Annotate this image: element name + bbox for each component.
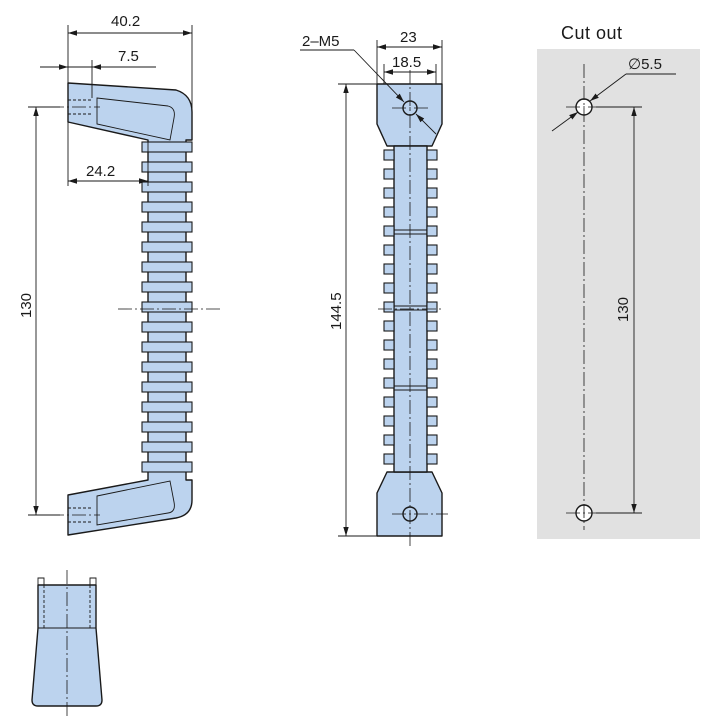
- front-rib: [383, 187, 395, 199]
- front-rib: [426, 225, 438, 237]
- dim-height: 130: [18, 293, 35, 318]
- top-recess: [96, 97, 175, 141]
- dim-thread: 2–M5: [302, 33, 340, 50]
- front-rib: [383, 263, 395, 275]
- end-view: [31, 570, 103, 716]
- front-rib: [426, 339, 438, 351]
- front-ribs: [383, 149, 438, 465]
- front-rib: [426, 301, 438, 313]
- side-rib: [141, 181, 193, 193]
- front-rib: [383, 358, 395, 370]
- front-rib: [426, 434, 438, 446]
- cutout-view: Cut out ∅5.5 130: [537, 23, 700, 539]
- front-rib: [426, 263, 438, 275]
- front-rib: [426, 168, 438, 180]
- side-view: 40.2 7.5 24.2 130: [18, 13, 222, 536]
- side-rib: [141, 261, 193, 273]
- dim-width: 23: [400, 29, 417, 46]
- cutout-panel: [537, 49, 700, 539]
- dim-inner-width: 18.5: [392, 54, 421, 71]
- side-rib: [141, 361, 193, 373]
- cutout-pitch: 130: [615, 297, 632, 322]
- front-rib: [383, 320, 395, 332]
- front-bottom-block: [376, 471, 443, 537]
- side-rib: [141, 441, 193, 453]
- side-rib: [141, 201, 193, 213]
- front-rib: [383, 282, 395, 294]
- front-rib: [426, 282, 438, 294]
- bottom-thread-hidden: [68, 507, 92, 523]
- side-rib: [141, 421, 193, 433]
- front-rib: [426, 358, 438, 370]
- front-rib: [426, 187, 438, 199]
- cutout-hole-dia: ∅5.5: [628, 56, 662, 73]
- side-rib: [141, 281, 193, 293]
- side-rib: [141, 241, 193, 253]
- front-rib: [426, 149, 438, 161]
- front-rib: [426, 320, 438, 332]
- front-rib: [383, 396, 395, 408]
- side-rib: [141, 381, 193, 393]
- front-rib: [383, 301, 395, 313]
- front-rib: [426, 415, 438, 427]
- front-view: 23 18.5 2–M5 144.5: [300, 29, 448, 548]
- front-rib: [383, 149, 395, 161]
- dim-small: 7.5: [118, 48, 139, 65]
- side-rib: [141, 301, 193, 313]
- front-rib: [383, 339, 395, 351]
- side-rib: [141, 221, 193, 233]
- side-rib: [141, 461, 193, 473]
- front-rib: [383, 225, 395, 237]
- front-rib: [383, 244, 395, 256]
- front-rib: [383, 206, 395, 218]
- front-rib: [383, 377, 395, 389]
- front-rib: [426, 453, 438, 465]
- dim-length: 144.5: [328, 292, 345, 330]
- dim-inner: 24.2: [86, 163, 115, 180]
- side-rib: [141, 401, 193, 413]
- dim-top-width: 40.2: [111, 13, 140, 30]
- top-thread-hidden: [68, 99, 92, 115]
- front-rib: [383, 168, 395, 180]
- side-rib: [141, 141, 193, 153]
- side-rib: [141, 321, 193, 333]
- front-rib: [383, 453, 395, 465]
- front-rib: [426, 244, 438, 256]
- side-rib: [141, 341, 193, 353]
- side-rib: [141, 161, 193, 173]
- side-ribs: [141, 141, 193, 473]
- bottom-recess: [96, 480, 175, 526]
- front-rib: [426, 377, 438, 389]
- front-rib: [426, 206, 438, 218]
- front-rib: [426, 396, 438, 408]
- front-rib: [383, 434, 395, 446]
- cutout-title: Cut out: [561, 23, 623, 43]
- front-rib: [383, 415, 395, 427]
